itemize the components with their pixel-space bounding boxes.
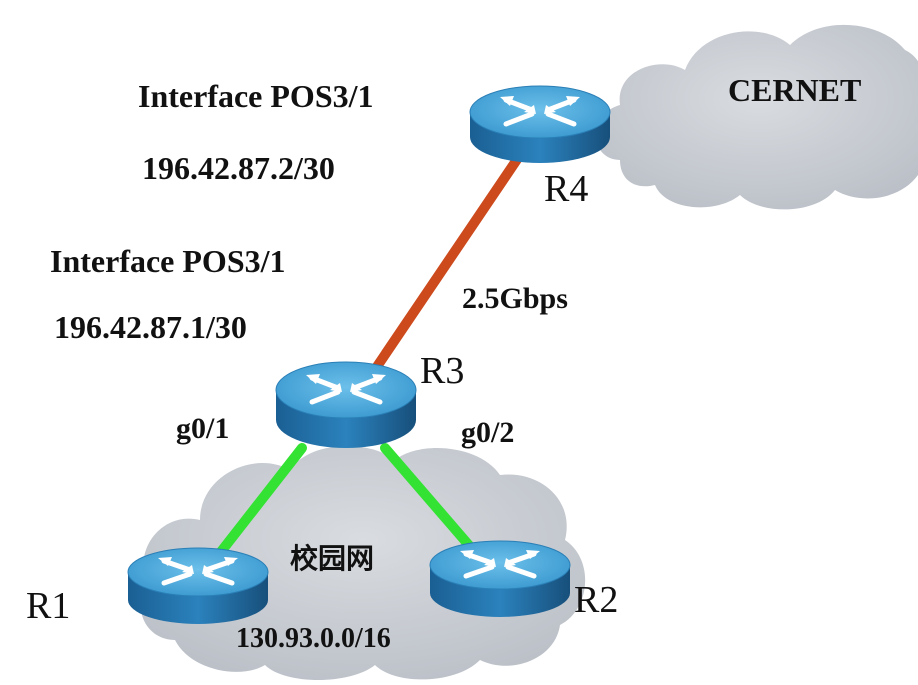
campus-label: 校园网 [290,542,374,575]
router-r1[interactable] [127,547,269,624]
router-r2-label: R2 [574,579,618,621]
r4-interface-ip: 196.42.87.2/30 [142,150,335,186]
r4-interface-name: Interface POS3/1 [138,78,374,114]
router-r2[interactable] [429,540,571,617]
link-speed-label: 2.5Gbps [462,282,568,315]
router-r4[interactable] [469,85,611,163]
cernet-label: CERNET [728,72,861,108]
campus-network-label: 130.93.0.0/16 [236,623,391,654]
router-r3-label: R3 [420,350,464,392]
cernet-cloud: CERNET [595,25,918,210]
router-r4-label: R4 [544,168,588,210]
g0-1-label: g0/1 [176,412,229,445]
router-r3[interactable] [275,361,417,448]
g0-2-label: g0/2 [461,416,514,449]
link-r3-r4 [371,153,523,373]
router-r1-label: R1 [26,585,70,627]
r3-interface-ip: 196.42.87.1/30 [54,309,247,345]
r3-interface-name: Interface POS3/1 [50,243,286,279]
